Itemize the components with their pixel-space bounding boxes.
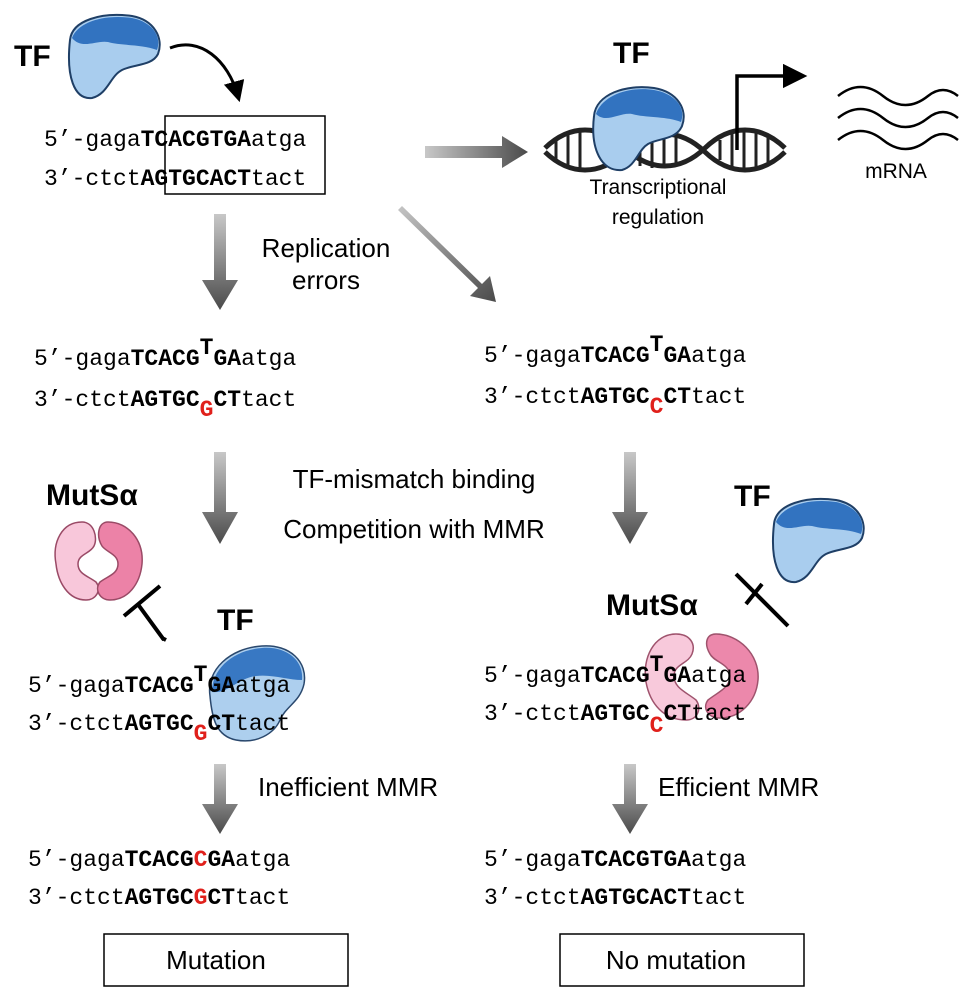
svg-text:5’-gagaTCACGTGAatga: 5’-gagaTCACGTGAatga — [484, 332, 746, 369]
mutsa-label-right: MutSα — [606, 589, 698, 622]
arrow-mismatch-right — [612, 452, 648, 544]
mrna-icon — [837, 85, 959, 151]
svg-text:3’-ctctAGTGCGCTtact: 3’-ctctAGTGCGCTtact — [28, 711, 290, 747]
tf-label-bound: TF — [217, 604, 254, 637]
svg-text:3’-ctctAGTGCCCTtact: 3’-ctctAGTGCCCTtact — [484, 384, 746, 420]
arrow-efficient-mmr — [612, 764, 648, 834]
dna-helix-icon — [543, 127, 787, 173]
svg-text:5’-gagaTCACGTGAatga: 5’-gagaTCACGTGAatga — [44, 127, 306, 153]
dna-sequence-top: 5’-gagaTCACGTGAatga 3’-ctctAGTGCACTtact — [44, 115, 326, 195]
dna-sequence-mismatch-c: 5’-gagaTCACGTGAatga 3’-ctctAGTGCCCTtact — [484, 332, 746, 420]
inhibition-symbol-right — [734, 572, 790, 628]
svg-text:3’-ctctAGTGCGCTtact: 3’-ctctAGTGCGCTtact — [28, 885, 290, 911]
inhibition-symbol-left — [122, 584, 167, 642]
svg-text:5’-gagaTCACGTGAatga: 5’-gagaTCACGTGAatga — [484, 847, 746, 873]
svg-text:No mutation: No mutation — [606, 945, 746, 975]
svg-text:3’-ctctAGTGCGCTtact: 3’-ctctAGTGCGCTtact — [34, 387, 296, 423]
dna-sequence-tf-bound: 5’-gagaTCACGTGAatga 3’-ctctAGTGCGCTtact — [28, 662, 290, 747]
transcription-start-arrow — [735, 63, 808, 150]
svg-text:5’-gagaTCACGTGAatga: 5’-gagaTCACGTGAatga — [484, 652, 746, 689]
binding-arrow — [169, 43, 245, 103]
dna-sequence-mismatch-g: 5’-gagaTCACGTGAatga 3’-ctctAGTGCGCTtact — [34, 335, 296, 423]
replication-label-line2: errors — [292, 265, 360, 295]
binding-site-box — [164, 115, 326, 195]
competition-mmr-label: Competition with MMR — [283, 514, 545, 544]
tf-label-top-right: TF — [613, 37, 650, 70]
inefficient-mmr-label: Inefficient MMR — [258, 772, 438, 802]
transcription-label-line1: Transcriptional — [590, 176, 727, 199]
tf-bound-dna-icon — [592, 86, 685, 172]
mutsa-bound-mismatch-icon — [644, 633, 759, 721]
arrow-replication-left — [202, 214, 238, 310]
tf-label-top-left: TF — [14, 40, 51, 73]
dna-sequence-repaired: 5’-gagaTCACGTGAatga 3’-ctctAGTGCACTtact — [484, 847, 746, 911]
arrow-replication-right — [394, 206, 496, 302]
tf-free-icon — [772, 498, 865, 584]
arrow-mismatch-left — [202, 452, 238, 544]
result-box-no-mutation: No mutation — [559, 933, 805, 987]
tf-mismatch-binding-label: TF-mismatch binding — [293, 464, 536, 494]
arrow-inefficient-mmr — [202, 764, 238, 834]
tf-protein-icon — [68, 14, 161, 100]
svg-text:Mutation: Mutation — [166, 945, 266, 975]
svg-text:5’-gagaTCACGTGAatga: 5’-gagaTCACGTGAatga — [34, 335, 296, 372]
result-box-mutation: Mutation — [103, 933, 349, 987]
mutsa-label-left: MutSα — [46, 479, 138, 512]
svg-text:3’-ctctAGTGCACTtact: 3’-ctctAGTGCACTtact — [484, 885, 746, 911]
svg-text:3’-ctctAGTGCCCTtact: 3’-ctctAGTGCCCTtact — [484, 701, 746, 739]
svg-text:5’-gagaTCACGTGAatga: 5’-gagaTCACGTGAatga — [28, 662, 290, 699]
dna-sequence-mutated: 5’-gagaTCACGCGAatga 3’-ctctAGTGCGCTtact — [28, 847, 290, 911]
replication-label-line1: Replication — [262, 233, 391, 263]
mrna-label: mRNA — [865, 160, 927, 183]
svg-text:5’-gagaTCACGCGAatga: 5’-gagaTCACGCGAatga — [28, 847, 290, 873]
transcription-label-line2: regulation — [612, 206, 704, 229]
svg-text:3’-ctctAGTGCACTtact: 3’-ctctAGTGCACTtact — [44, 166, 306, 192]
arrow-to-transcription — [425, 136, 528, 168]
mutsa-protein-icon — [54, 521, 143, 601]
dna-sequence-mutsa-bound: 5’-gagaTCACGTGAatga 3’-ctctAGTGCCCTtact — [484, 652, 746, 739]
efficient-mmr-label: Efficient MMR — [658, 772, 819, 802]
tf-label-free: TF — [734, 480, 771, 513]
tf-bound-mismatch-icon — [208, 645, 306, 742]
